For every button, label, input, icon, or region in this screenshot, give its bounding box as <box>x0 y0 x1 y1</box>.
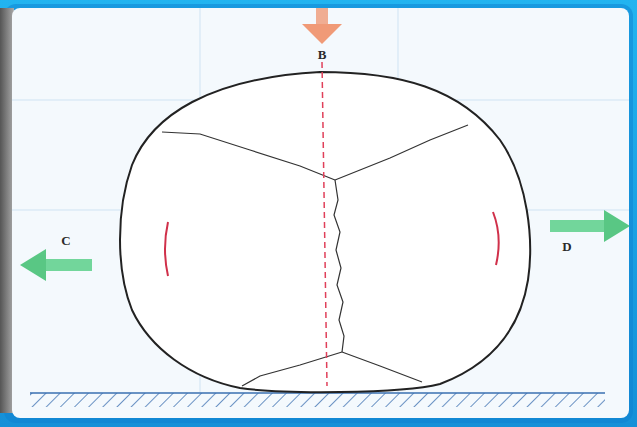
ground-hatch <box>30 393 605 407</box>
force-arrow <box>20 249 92 281</box>
arrow-letter: B <box>316 47 329 62</box>
sutures <box>162 125 468 386</box>
paper <box>12 8 629 418</box>
side-mark <box>493 212 499 265</box>
grid <box>12 8 629 392</box>
arrow-letter: D <box>560 239 573 254</box>
side-mark <box>165 222 168 276</box>
midline <box>322 62 327 386</box>
arrow-letter: C <box>59 233 72 248</box>
frame-glow <box>4 4 633 423</box>
force-arrow <box>550 210 630 242</box>
xray-strip <box>0 8 14 413</box>
force-arrow <box>302 8 342 44</box>
